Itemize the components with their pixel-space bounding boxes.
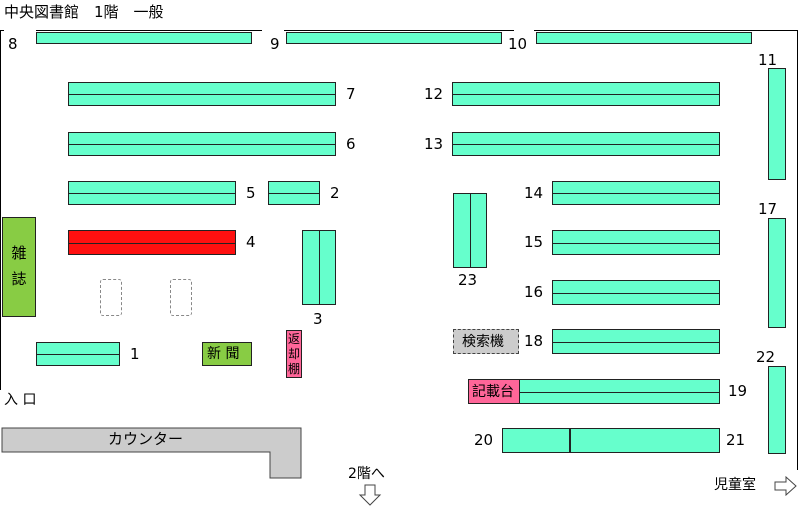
shelf-9[interactable] <box>286 32 502 44</box>
shelf-1-label: 1 <box>130 345 140 363</box>
shelf-6[interactable] <box>68 132 336 156</box>
shelf-1[interactable] <box>36 342 120 366</box>
shelf-14-label: 14 <box>524 184 544 202</box>
shelf-8-label: 8 <box>8 35 18 53</box>
wall <box>0 30 4 31</box>
reading-table <box>100 279 122 316</box>
wall <box>284 30 514 31</box>
right-arrow-icon[interactable] <box>774 476 798 496</box>
newspaper-label: 新 聞 <box>207 346 240 362</box>
shelf-9-label: 9 <box>270 35 280 53</box>
down-arrow-icon[interactable] <box>358 484 382 506</box>
writing-desk-label: 記載台 <box>472 384 514 400</box>
shelf-17[interactable] <box>768 218 786 328</box>
shelf-11[interactable] <box>768 68 786 180</box>
shelf-17-label: 17 <box>758 200 778 218</box>
entrance-label: 入 口 <box>4 392 37 408</box>
return-shelf-label: 返 却 棚 <box>287 332 300 376</box>
shelf-13-label: 13 <box>424 135 444 153</box>
search-terminal-label: 検索機 <box>462 334 504 350</box>
magazine-rack[interactable]: 雑 誌 <box>2 217 36 317</box>
page-title: 中央図書館 1階 一般 <box>4 3 164 21</box>
shelf-22-label: 22 <box>756 348 776 366</box>
return-shelf[interactable]: 返 却 棚 <box>286 330 302 378</box>
shelf-11-label: 11 <box>758 51 778 69</box>
shelf-19-label: 19 <box>728 382 748 400</box>
reading-table <box>170 279 192 316</box>
shelf-3-label: 3 <box>313 310 323 328</box>
wall <box>36 30 262 31</box>
magazine-label: 雑 誌 <box>11 244 27 288</box>
search-terminal[interactable]: 検索機 <box>453 329 519 354</box>
shelf-23-label: 23 <box>458 271 478 289</box>
wall <box>0 30 1 390</box>
shelf-15[interactable] <box>552 230 720 255</box>
shelf-10-label: 10 <box>508 35 528 53</box>
shelf-5-label: 5 <box>246 184 256 202</box>
shelf-21[interactable] <box>570 428 720 453</box>
counter <box>1 427 302 479</box>
shelf-21-label: 21 <box>726 431 746 449</box>
second-floor-label: 2階へ <box>348 466 385 482</box>
shelf-14[interactable] <box>552 181 720 205</box>
shelf-7[interactable] <box>68 82 336 106</box>
shelf-13[interactable] <box>452 132 720 156</box>
shelf-20-label: 20 <box>474 431 494 449</box>
shelf-8[interactable] <box>36 32 252 44</box>
shelf-3[interactable] <box>302 230 336 305</box>
shelf-2[interactable] <box>268 181 320 205</box>
shelf-5[interactable] <box>68 181 236 205</box>
wall <box>534 30 798 31</box>
shelf-12[interactable] <box>452 82 720 106</box>
shelf-2-label: 2 <box>330 184 340 202</box>
shelf-6-label: 6 <box>346 135 356 153</box>
shelf-4-highlighted[interactable] <box>68 230 236 255</box>
shelf-10[interactable] <box>536 32 752 44</box>
shelf-23[interactable] <box>453 193 487 268</box>
childrens-room-label: 児童室 <box>714 477 756 493</box>
shelf-16-label: 16 <box>524 283 544 301</box>
shelf-18[interactable] <box>552 329 720 354</box>
newspaper-rack[interactable]: 新 聞 <box>202 342 252 366</box>
writing-desk[interactable]: 記載台 <box>468 379 520 404</box>
shelf-20[interactable] <box>502 428 570 453</box>
shelf-15-label: 15 <box>524 233 544 251</box>
shelf-16[interactable] <box>552 280 720 305</box>
shelf-4-label: 4 <box>246 233 256 251</box>
counter-label: カウンター <box>108 430 184 448</box>
shelf-12-label: 12 <box>424 85 444 103</box>
shelf-18-label: 18 <box>524 332 544 350</box>
shelf-7-label: 7 <box>346 85 356 103</box>
shelf-22[interactable] <box>768 366 786 454</box>
